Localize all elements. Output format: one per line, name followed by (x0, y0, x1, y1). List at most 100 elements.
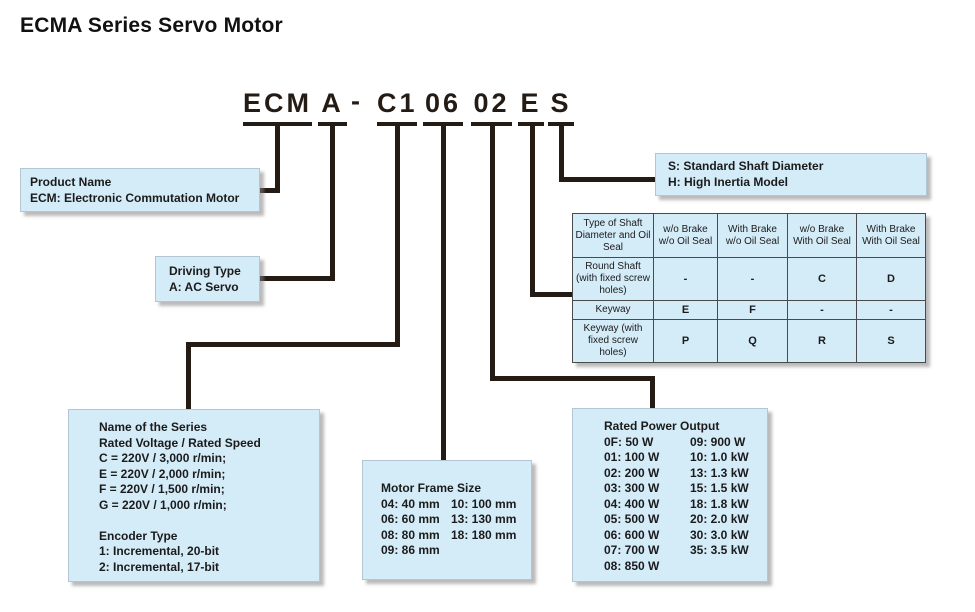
cell-value: R (787, 319, 857, 363)
power-output-box: Rated Power Output 0F: 50 W 09: 900 W 01… (572, 408, 768, 582)
model-code-product: ECM (243, 88, 312, 118)
series-line: 2: Incremental, 17-bit (99, 559, 220, 574)
connector-power-vertical1 (490, 124, 495, 381)
driving-type-title: Driving Type (169, 264, 241, 278)
product-name-title: Product Name (30, 175, 112, 189)
connector-series-vertical1 (395, 124, 400, 347)
series-line: G = 220V / 1,000 r/min; (99, 497, 227, 512)
connector-series-horizontal (186, 342, 400, 347)
series-line: Rated Voltage / Rated Speed (99, 435, 261, 450)
power-output-row: 0F: 50 W 09: 900 W (604, 435, 767, 451)
frame-size-value: 09: 86 mm (381, 543, 440, 557)
power-output-row: 01: 100 W 10: 1.0 kW (604, 450, 767, 466)
table-header-col2: With Brake w/o Oil Seal (717, 213, 788, 258)
series-box: Name of the Series Rated Voltage / Rated… (68, 409, 320, 582)
frame-size-value: 10: 100 mm (451, 496, 517, 511)
connector-product-horizontal (256, 188, 280, 193)
model-code-dash: - (351, 86, 363, 116)
product-name-desc: ECM: Electronic Commutation Motor (30, 190, 240, 205)
shaft-diameter-box: S: Standard Shaft Diameter H: High Inert… (655, 153, 927, 196)
connector-driving-vertical (330, 124, 335, 281)
cell-value: - (856, 300, 926, 320)
table-row: Keyway E F - - (572, 300, 926, 320)
table-header-row: Type of Shaft Diameter and Oil Seal w/o … (572, 213, 926, 258)
power-value: 0F: 50 W (604, 434, 654, 449)
frame-size-row: 09: 86 mm (381, 543, 531, 559)
model-code-series: C1 (377, 88, 418, 118)
connector-inertia-vertical (559, 124, 564, 182)
connector-shaft-vertical (530, 124, 535, 297)
power-value: 15: 1.5 kW (690, 481, 749, 495)
shaft-oil-seal-table: Type of Shaft Diameter and Oil Seal w/o … (572, 213, 926, 363)
row-label-keyway-fixed: Keyway (with fixed screw holes) (572, 319, 654, 363)
row-label-keyway: Keyway (572, 300, 654, 320)
power-value: 05: 500 W (604, 512, 660, 526)
frame-size-row: 08: 80 mm 18: 180 mm (381, 528, 531, 544)
power-value: 07: 700 W (604, 543, 660, 557)
table-header-col1: w/o Brake w/o Oil Seal (653, 213, 718, 258)
model-code-inertia: S (550, 88, 572, 118)
driving-type-desc: A: AC Servo (169, 279, 239, 294)
connector-frame-vertical (441, 124, 446, 463)
series-line: F = 220V / 1,500 r/min; (99, 482, 225, 496)
cell-value: - (653, 257, 718, 301)
connector-driving-horizontal (256, 276, 335, 281)
series-line: C = 220V / 3,000 r/min; (99, 451, 227, 465)
connector-product-vertical (275, 124, 280, 193)
frame-size-value: 08: 80 mm (381, 527, 440, 542)
power-value: 02: 200 W (604, 465, 660, 480)
frame-size-row: 04: 40 mm 10: 100 mm (381, 497, 531, 513)
model-code-shaft: E (520, 88, 542, 118)
power-value: 18: 1.8 kW (690, 496, 749, 511)
power-value: 35: 3.5 kW (690, 543, 749, 557)
frame-size-value: 04: 40 mm (381, 496, 440, 511)
power-value: 01: 100 W (604, 450, 660, 464)
power-value: 30: 3.0 kW (690, 527, 749, 542)
cell-value: E (653, 300, 718, 320)
connector-power-horizontal (490, 376, 655, 381)
table-row: Keyway (with fixed screw holes) P Q R S (572, 319, 926, 363)
shaft-diameter-inertia: H: High Inertia Model (668, 174, 788, 189)
driving-type-box: Driving Type A: AC Servo (155, 256, 260, 302)
frame-size-value: 18: 180 mm (451, 527, 517, 542)
table-row: Round Shaft (with fixed screw holes) - -… (572, 257, 926, 301)
connector-series-vertical2 (186, 342, 191, 412)
power-output-row: 05: 500 W 20: 2.0 kW (604, 512, 767, 528)
cell-value: F (717, 300, 788, 320)
cell-value: Q (717, 319, 788, 363)
series-line: E = 220V / 2,000 r/min; (99, 466, 226, 481)
cell-value: S (856, 319, 926, 363)
power-value: 04: 400 W (604, 496, 660, 511)
power-output-title: Rated Power Output (604, 419, 720, 433)
cell-value: C (787, 257, 857, 301)
cell-value: D (856, 257, 926, 301)
power-output-row: 07: 700 W 35: 3.5 kW (604, 543, 767, 559)
cell-value: P (653, 319, 718, 363)
model-code-power: 02 (473, 88, 510, 118)
table-header-col4: With Brake With Oil Seal (856, 213, 926, 258)
cell-value: - (717, 257, 788, 301)
power-value: 20: 2.0 kW (690, 512, 749, 526)
power-value: 10: 1.0 kW (690, 450, 749, 464)
connector-power-vertical2 (650, 376, 655, 411)
connector-inertia-horizontal (559, 177, 658, 182)
power-output-row: 08: 850 W (604, 559, 767, 575)
power-output-row: 04: 400 W 18: 1.8 kW (604, 497, 767, 513)
frame-size-row: 06: 60 mm 13: 130 mm (381, 512, 531, 528)
page-title: ECMA Series Servo Motor (20, 14, 283, 37)
series-line: 1: Incremental, 20-bit (99, 544, 220, 558)
series-line-blank (99, 513, 319, 529)
series-line: Encoder Type (99, 528, 178, 543)
frame-size-box: Motor Frame Size 04: 40 mm 10: 100 mm 06… (362, 460, 532, 580)
row-label-round-shaft: Round Shaft (with fixed screw holes) (572, 257, 654, 301)
shaft-diameter-standard: S: Standard Shaft Diameter (668, 159, 824, 173)
product-name-box: Product Name ECM: Electronic Commutation… (20, 168, 260, 212)
frame-size-value: 13: 130 mm (451, 512, 517, 526)
power-value: 13: 1.3 kW (690, 465, 749, 480)
power-value: 09: 900 W (690, 434, 746, 449)
frame-size-value: 06: 60 mm (381, 512, 440, 526)
power-output-row: 02: 200 W 13: 1.3 kW (604, 466, 767, 482)
connector-shaft-horizontal (530, 292, 575, 297)
power-value: 08: 850 W (604, 558, 660, 573)
